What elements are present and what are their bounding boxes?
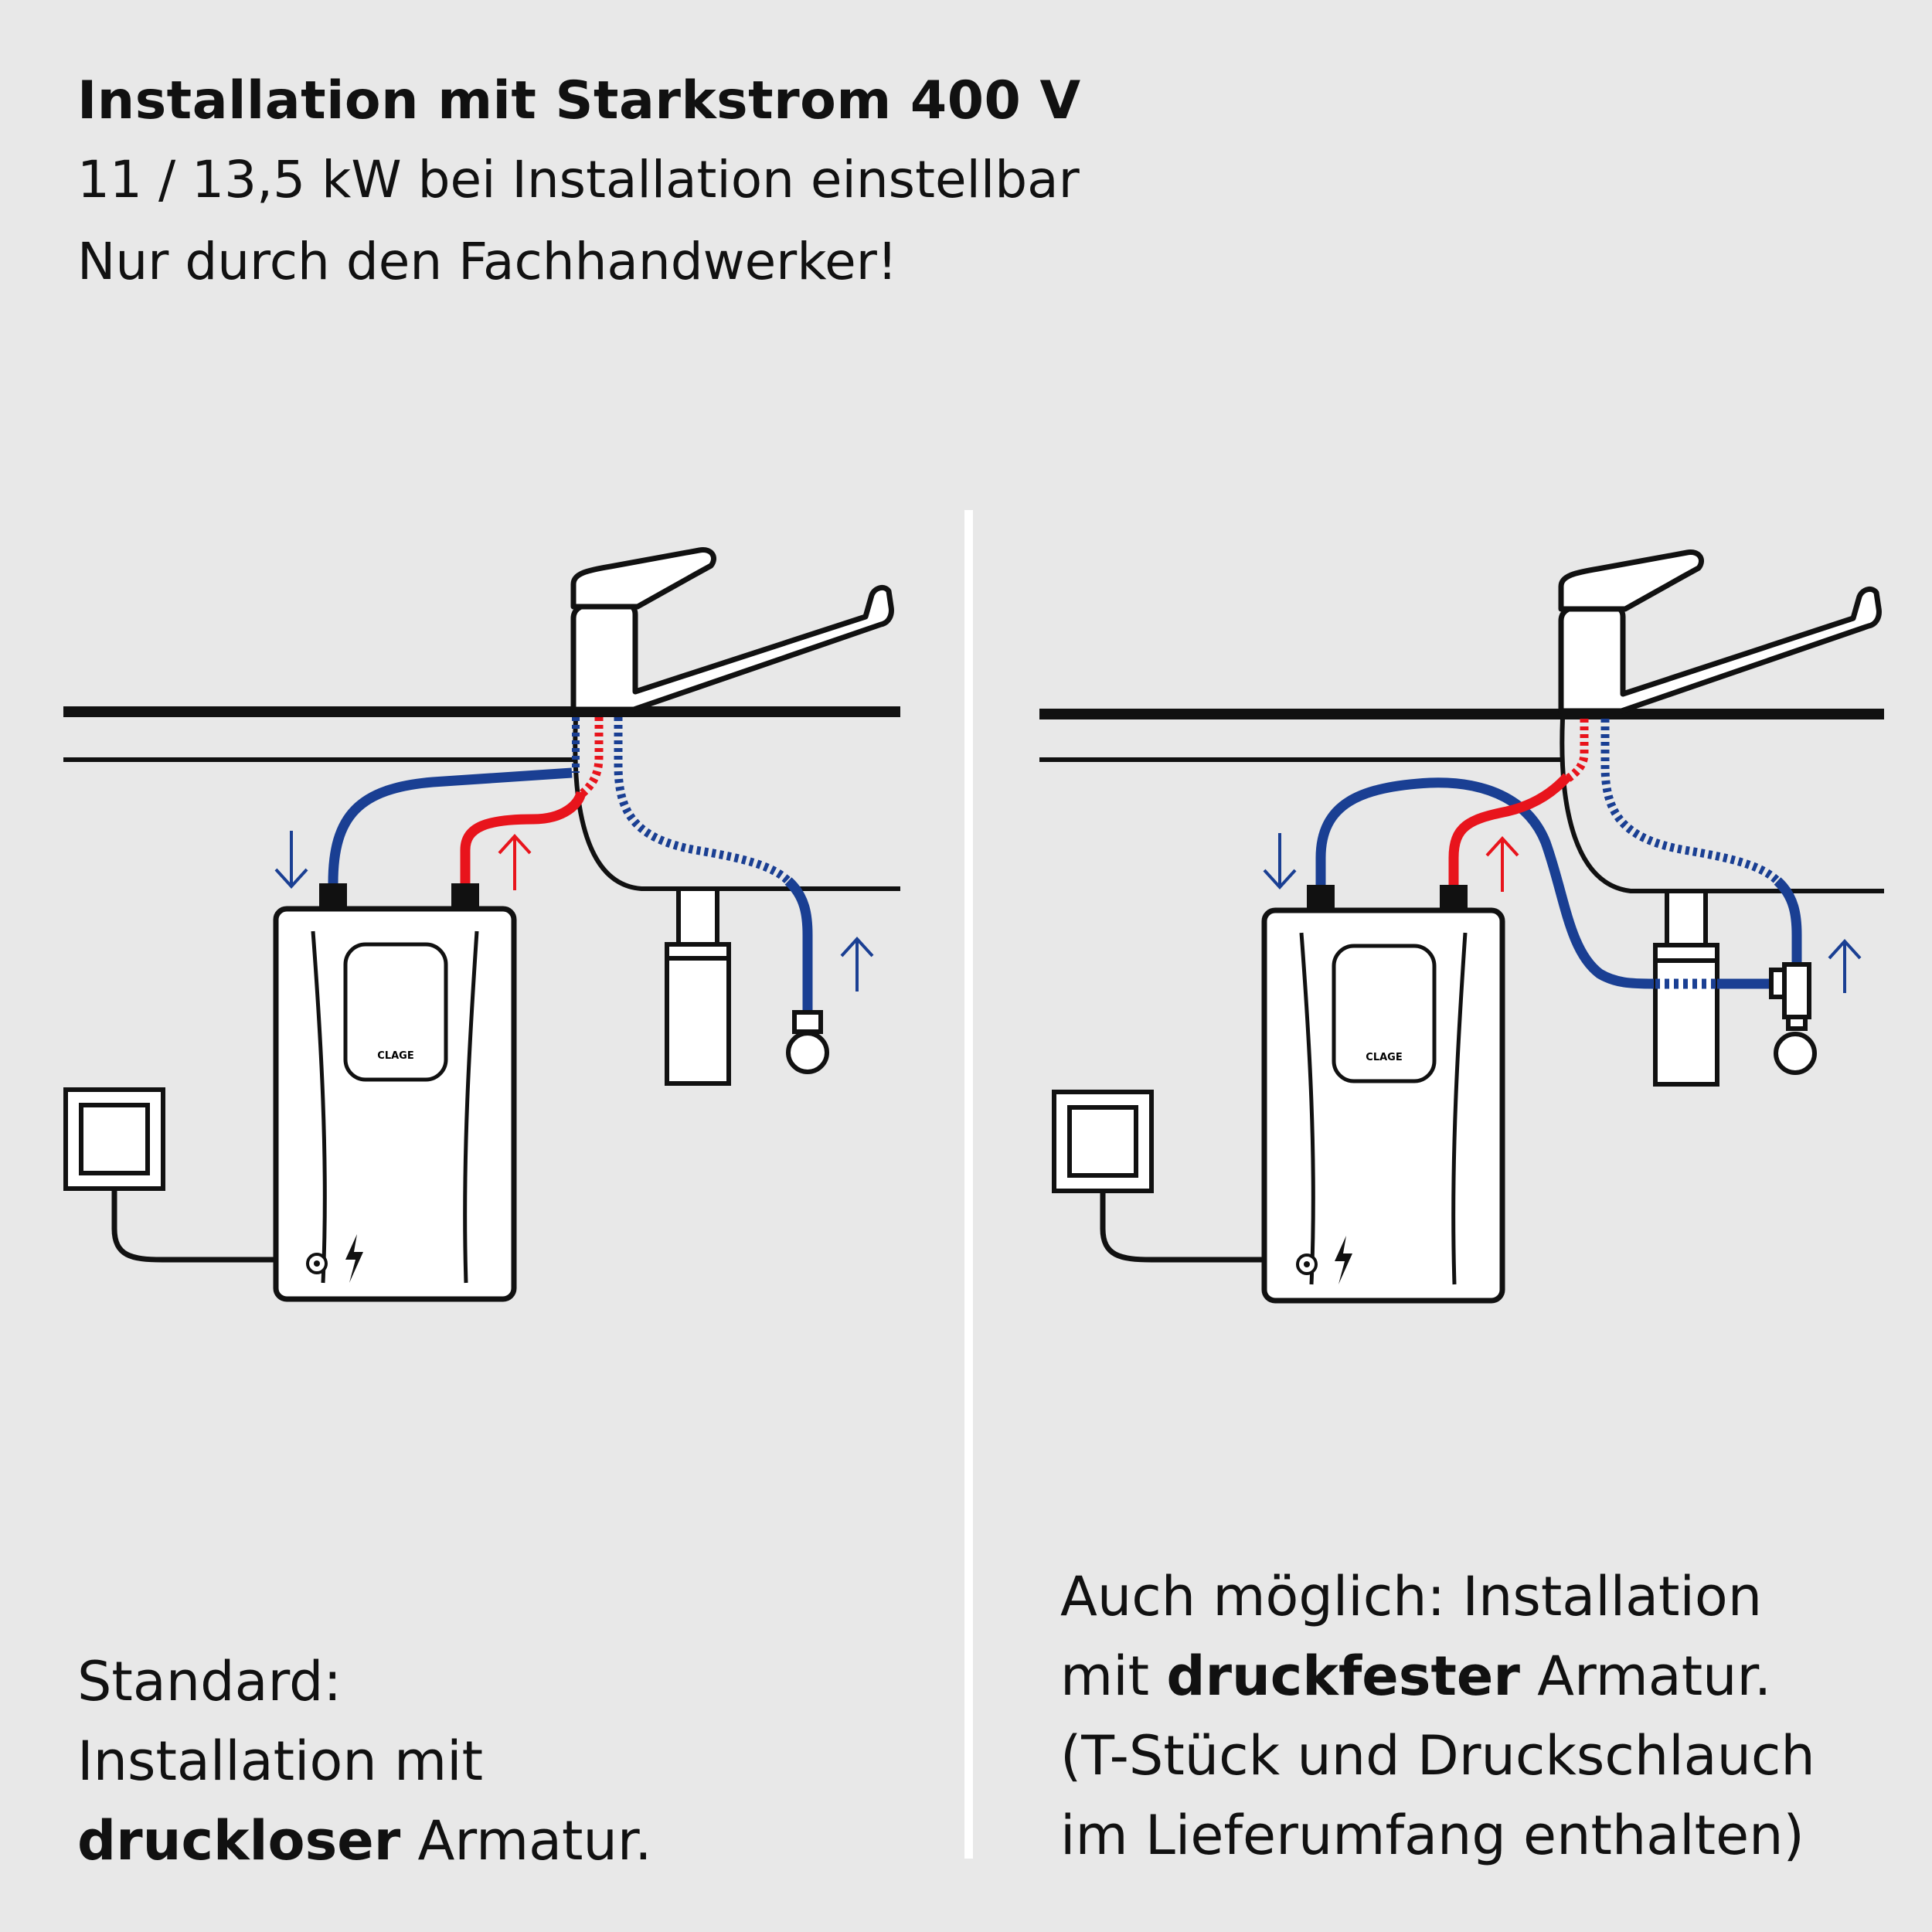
socket-icon — [63, 1087, 165, 1191]
header: Installation mit Starkstrom 400 V 11 / 1… — [77, 63, 1081, 303]
sink-basin — [573, 718, 900, 891]
pressure-hose — [1315, 777, 1655, 989]
caption-line: im Lieferumfang enthalten) — [1060, 1804, 1804, 1867]
heater-logo: CLAGE — [1366, 1052, 1402, 1063]
caption-text: Armatur. — [400, 1809, 652, 1872]
arrow-down-icon — [274, 831, 308, 889]
power-cable — [111, 1189, 276, 1263]
caption-line: druckloser Armatur. — [77, 1801, 651, 1881]
valve-icon — [1774, 1032, 1817, 1075]
dashed-hot-hose — [578, 717, 604, 798]
sink-basin — [1560, 718, 1884, 893]
cold-water-pipe — [328, 767, 573, 884]
arrow-up-icon — [840, 937, 874, 992]
sink-siphon — [1653, 889, 1719, 1087]
dashed-mains-hose — [614, 717, 791, 885]
dashed-hot-hose — [1564, 719, 1589, 783]
right-caption: Auch möglich: Installation mit druckfest… — [1060, 1557, 1815, 1876]
socket-icon — [1052, 1090, 1154, 1193]
caption-line: Auch möglich: Installation — [1060, 1565, 1763, 1628]
installer-note-text: Nur durch den Fachhandwerker! — [77, 232, 898, 291]
faucet-icon — [570, 547, 894, 713]
caption-line: mit druckfester Armatur. — [1060, 1637, 1815, 1716]
caption-line: Installation mit — [77, 1730, 484, 1793]
tee-fitting-icon — [1769, 962, 1811, 1031]
panel-divider — [964, 510, 973, 1859]
sink-siphon — [665, 886, 731, 1086]
dashed-cold-hose — [1600, 719, 1781, 885]
caption-emphasis: druckloser — [77, 1809, 401, 1872]
faucet-icon — [1558, 549, 1882, 714]
water-heater-icon: CLAGE — [1261, 885, 1505, 1304]
caption-text: mit — [1060, 1645, 1167, 1708]
caption-emphasis: druckfester — [1166, 1645, 1520, 1708]
arrow-up-icon — [1828, 939, 1862, 993]
lightning-icon — [1335, 1236, 1352, 1284]
caption-line: (T-Stück und Druckschlauch — [1060, 1724, 1815, 1787]
page-title: Installation mit Starkstrom 400 V — [77, 70, 1081, 131]
countertop — [1039, 709, 1884, 762]
countertop — [63, 706, 900, 762]
hot-water-pipe — [1448, 773, 1571, 885]
power-cable — [1100, 1191, 1264, 1263]
lightning-icon — [345, 1234, 363, 1283]
hot-outlet-nut — [1440, 885, 1468, 910]
left-caption: Standard: Installation mit druckloser Ar… — [77, 1642, 651, 1881]
cold-inlet-nut — [319, 883, 347, 909]
caption-line: Standard: — [77, 1650, 342, 1713]
arrow-up-icon — [498, 834, 532, 890]
power-setting-text: 11 / 13,5 kW bei Installation einstellba… — [77, 150, 1080, 209]
valve-icon — [786, 1010, 829, 1074]
heater-logo: CLAGE — [377, 1050, 413, 1062]
cold-inlet-nut — [1307, 885, 1335, 910]
mains-supply-pipe — [1774, 877, 1802, 966]
hot-outlet-nut — [451, 883, 479, 909]
mains-supply-pipe — [784, 877, 813, 1012]
arrow-down-icon — [1263, 833, 1297, 889]
caption-text: Armatur. — [1519, 1645, 1772, 1708]
arrow-up-icon — [1485, 836, 1519, 892]
water-heater-icon: CLAGE — [273, 883, 517, 1302]
hot-water-pipe — [460, 791, 587, 883]
